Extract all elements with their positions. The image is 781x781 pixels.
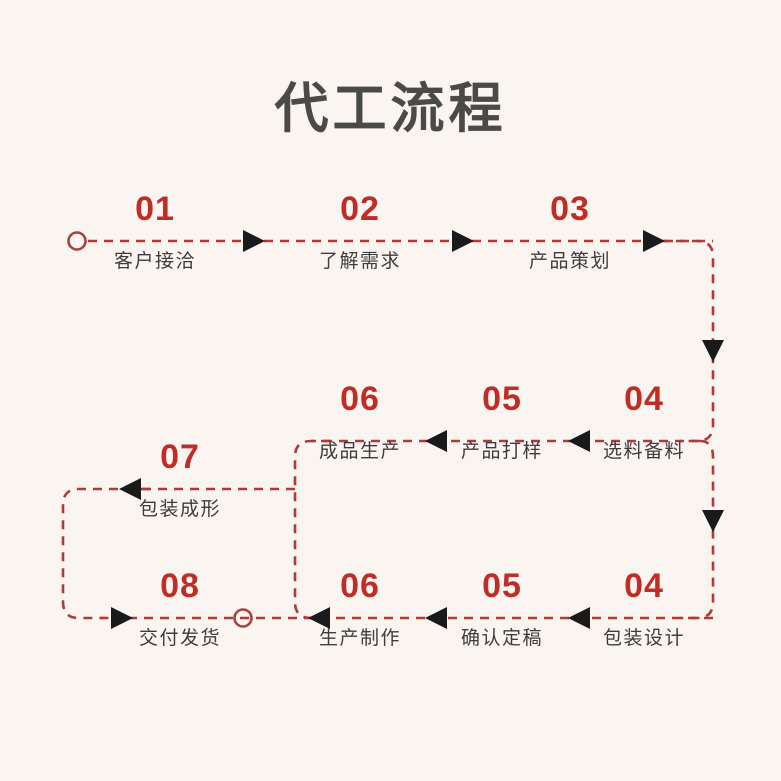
step-number: 08 [160,567,200,605]
step-number: 05 [482,380,522,418]
step-number: 06 [340,380,380,418]
step-label: 包装成形 [138,499,221,520]
arrow-left-icon-1 [568,430,590,452]
connector-row3-uturn [61,487,150,620]
step-number: 05 [482,567,522,605]
step-03[interactable]: 03 产品策划 [470,192,670,271]
step-label: 生产制作 [318,628,401,649]
page-title: 代工流程 [274,79,507,139]
arrow-right-icon-1 [243,230,265,252]
step-number: 01 [135,190,175,228]
step-label: 客户接洽 [113,251,196,272]
connector-right-down-2 [680,439,715,620]
step-01[interactable]: 01 客户接洽 [55,192,255,271]
step-04-baozhuang[interactable]: 04 包装设计 [544,569,744,648]
step-label: 确认定稿 [460,628,543,649]
arrow-down-icon-2 [702,510,724,532]
step-number: 07 [160,438,200,476]
step-05-dinggao[interactable]: 05 确认定稿 [402,569,602,648]
arrow-left-icon-4 [568,607,590,629]
step-label: 交付发货 [138,628,221,649]
step-number: 04 [624,567,664,605]
arrow-right-icon-3 [643,230,665,252]
start-circle-icon [67,231,87,251]
step-label: 产品打样 [460,441,543,462]
step-02[interactable]: 02 了解需求 [260,192,460,271]
step-05-dayang[interactable]: 05 产品打样 [402,382,602,461]
step-number: 04 [624,380,664,418]
arrow-down-icon-1 [702,340,724,362]
step-number: 03 [550,190,590,228]
step-06-shengchan[interactable]: 06 生产制作 [260,569,460,648]
step-04-xuanliao[interactable]: 04 选料备料 [544,382,744,461]
arrow-right-icon-4 [111,607,133,629]
arrow-left-icon-6 [308,607,330,629]
arrow-left-icon-5 [425,607,447,629]
step-label: 产品策划 [528,251,611,272]
step-label: 了解需求 [318,251,401,272]
step-06-chengpin[interactable]: 06 成品生产 [260,382,460,461]
arrow-left-icon-3 [119,478,141,500]
step-label: 成品生产 [318,441,401,462]
step-label: 包装设计 [602,628,685,649]
step-08[interactable]: 08 交付发货 [80,569,280,648]
step-number: 02 [340,190,380,228]
arrow-left-icon-2 [425,430,447,452]
step-number: 06 [340,567,380,605]
end-circle-icon [233,608,253,628]
step-07[interactable]: 07 包装成形 [80,440,280,519]
step-label: 选料备料 [602,441,685,462]
arrow-right-icon-2 [452,230,474,252]
